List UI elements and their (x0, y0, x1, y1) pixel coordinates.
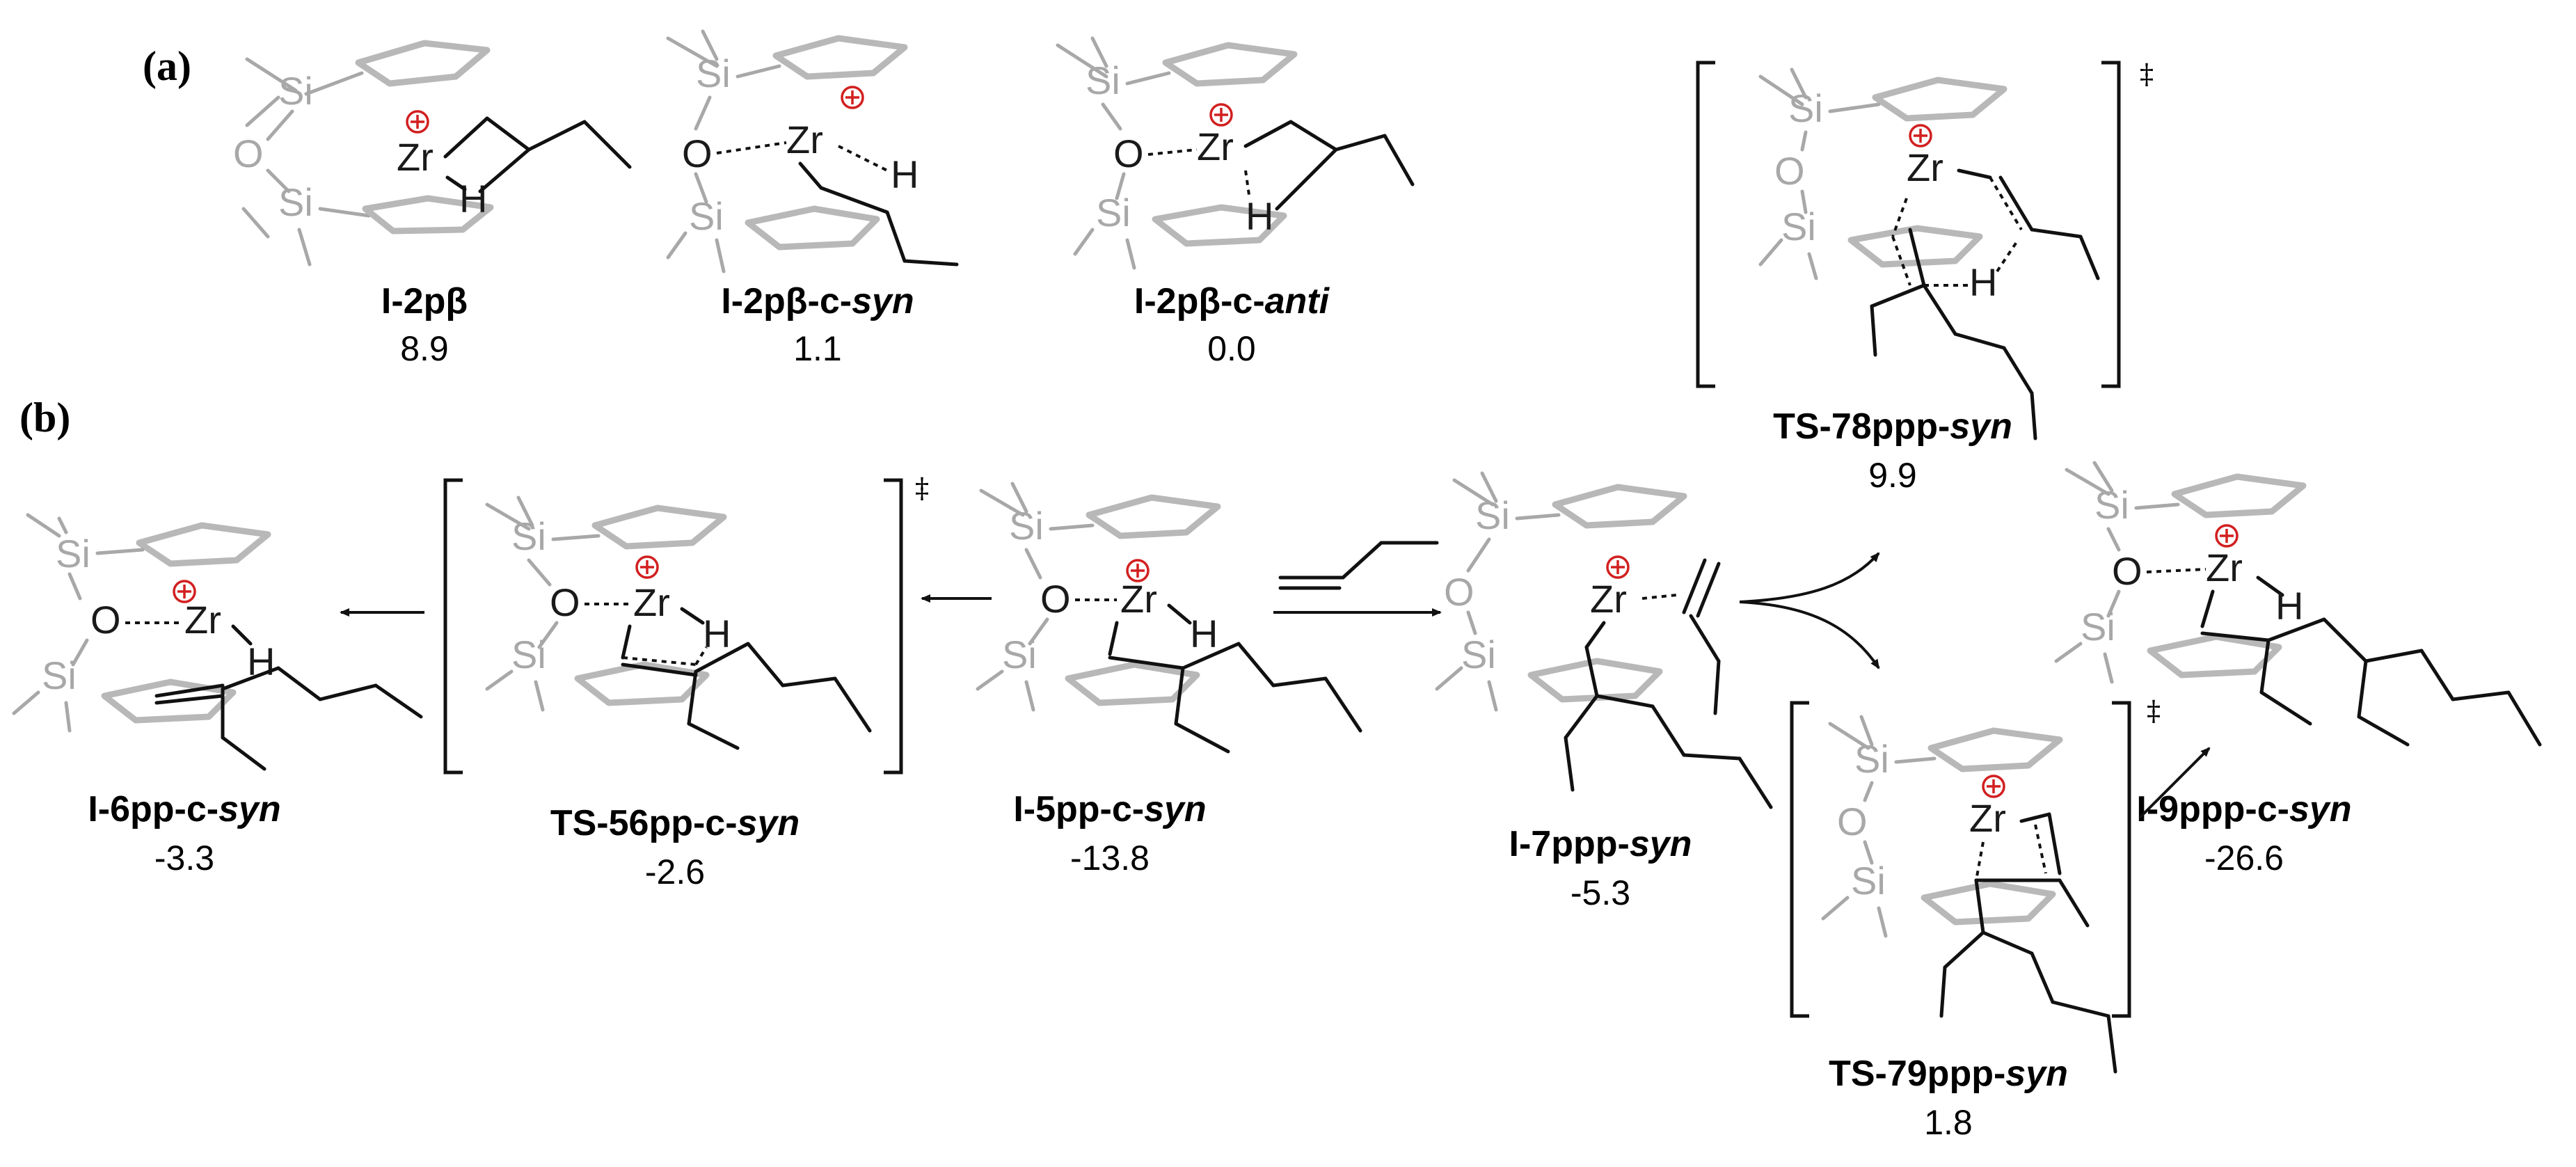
o-atom: O (550, 580, 580, 624)
molecule-ts56: ‡ Si O Zr H Si (443, 473, 929, 775)
structure-name: I-5pp-c-syn (1013, 789, 1206, 829)
molecule-i2pb-c-anti: Si O Zr Si H (1056, 36, 1415, 270)
si-atom: Si (2081, 605, 2115, 649)
h-atom: H (1969, 260, 1997, 304)
si-atom: Si (1086, 58, 1120, 102)
si-atom: Si (511, 514, 546, 558)
charge-plus-icon (173, 580, 196, 603)
h-atom: H (1246, 194, 1273, 238)
molecule-i2pb: Si O Si Zr H (233, 40, 632, 267)
reaction-arrow (2138, 747, 2211, 819)
structure-name: I-2pβ-c-syn (721, 281, 914, 321)
si-atom: Si (1475, 493, 1510, 537)
o-atom: O (1444, 570, 1474, 614)
zr-atom: Zr (633, 580, 670, 624)
charge-plus-icon (2215, 524, 2239, 548)
h-atom: H (703, 612, 731, 656)
o-atom: O (233, 132, 264, 175)
structure-energy: -2.6 (645, 852, 705, 891)
zr-atom: Zr (1590, 577, 1627, 621)
molecule-i2pb-c-syn: Si O Zr H Si (666, 29, 959, 273)
structure-name: TS-78ppp-syn (1773, 406, 2012, 447)
si-atom: Si (1096, 191, 1131, 235)
o-atom: O (1040, 577, 1071, 621)
si-atom: Si (278, 180, 313, 224)
panel-label-b: (b) (19, 395, 70, 440)
ts-dagger: ‡ (915, 473, 929, 505)
structure-energy: -5.3 (1571, 873, 1630, 912)
charge-plus-icon (1606, 555, 1630, 579)
si-atom: Si (1009, 504, 1044, 548)
si-atom: Si (2094, 483, 2129, 527)
si-atom: Si (1461, 633, 1496, 676)
structure-name: I-9ppp-c-syn (2136, 789, 2351, 829)
si-atom: Si (1854, 737, 1889, 781)
h-atom: H (891, 152, 919, 196)
molecule-ts78: ‡ Si O Si Zr H (1696, 58, 2154, 440)
structure-name: I-2pβ-c-anti (1134, 281, 1330, 321)
structure-name: I-6pp-c-syn (88, 789, 280, 829)
si-atom: Si (42, 653, 77, 697)
h-atom: H (1190, 612, 1218, 656)
si-atom: Si (511, 633, 546, 676)
o-atom: O (682, 132, 713, 175)
o-atom: O (90, 598, 121, 642)
structure-name: I-7ppp-syn (1509, 824, 1692, 864)
zr-atom: Zr (1969, 796, 2006, 840)
charge-plus-icon (1126, 559, 1150, 582)
si-atom: Si (278, 69, 313, 113)
si-atom: Si (1788, 86, 1823, 130)
panel-label-a: (a) (143, 43, 191, 89)
charge-plus-icon (1982, 775, 2005, 798)
reaction-arrow-to-ts78 (1739, 552, 1880, 603)
structure-name: TS-79ppp-syn (1829, 1054, 2068, 1094)
molecule-i7: Si O Si Zr (1435, 471, 1773, 809)
si-atom: Si (56, 532, 90, 575)
zr-atom: Zr (184, 598, 221, 642)
o-atom: O (1837, 800, 1868, 843)
structure-energy: 0.0 (1207, 329, 1256, 368)
charge-plus-icon (1209, 103, 1233, 127)
molecule-i9: Si O Zr H Si (2054, 461, 2542, 747)
molecule-ts79: ‡ Si O Si Zr (1790, 695, 2161, 1074)
structure-energy: -13.8 (1070, 839, 1150, 878)
reaction-arrow-to-ts79 (1739, 601, 1880, 669)
structure-energy: 1.8 (1924, 1103, 1973, 1142)
charge-plus-icon (1909, 124, 1932, 148)
zr-atom: Zr (786, 118, 823, 161)
zr-atom: Zr (2206, 546, 2243, 589)
structure-energy: -26.6 (2204, 839, 2284, 878)
o-atom: O (1774, 149, 1805, 193)
structure-name: TS-56pp-c-syn (550, 803, 800, 843)
structure-energy: -3.3 (154, 839, 214, 878)
o-atom: O (1113, 132, 1144, 175)
structure-energy: 1.1 (793, 329, 842, 368)
h-atom: H (459, 177, 487, 221)
si-atom: Si (1781, 205, 1816, 248)
butene-reagent (1278, 541, 1439, 590)
structure-name: I-2pβ (381, 281, 468, 321)
o-atom: O (2112, 549, 2142, 593)
structure-energy: 8.9 (400, 329, 449, 368)
zr-atom: Zr (397, 135, 434, 179)
si-atom: Si (1002, 633, 1037, 676)
charge-plus-icon (406, 110, 429, 134)
zr-atom: Zr (1907, 145, 1943, 189)
molecule-i5: Si O Zr H Si (976, 482, 1362, 754)
si-atom: Si (696, 51, 731, 95)
ts-dagger: ‡ (2140, 58, 2154, 90)
molecule-i6: Si O Zr H Si (12, 513, 423, 771)
si-atom: Si (689, 194, 724, 238)
ts-dagger: ‡ (2147, 695, 2161, 727)
charge-plus-icon (635, 555, 659, 579)
si-atom: Si (1851, 859, 1886, 903)
zr-atom: Zr (1120, 577, 1157, 621)
zr-atom: Zr (1197, 125, 1234, 168)
structure-energy: 9.9 (1868, 456, 1917, 495)
h-atom: H (2275, 584, 2303, 628)
charge-plus-icon (841, 86, 864, 109)
